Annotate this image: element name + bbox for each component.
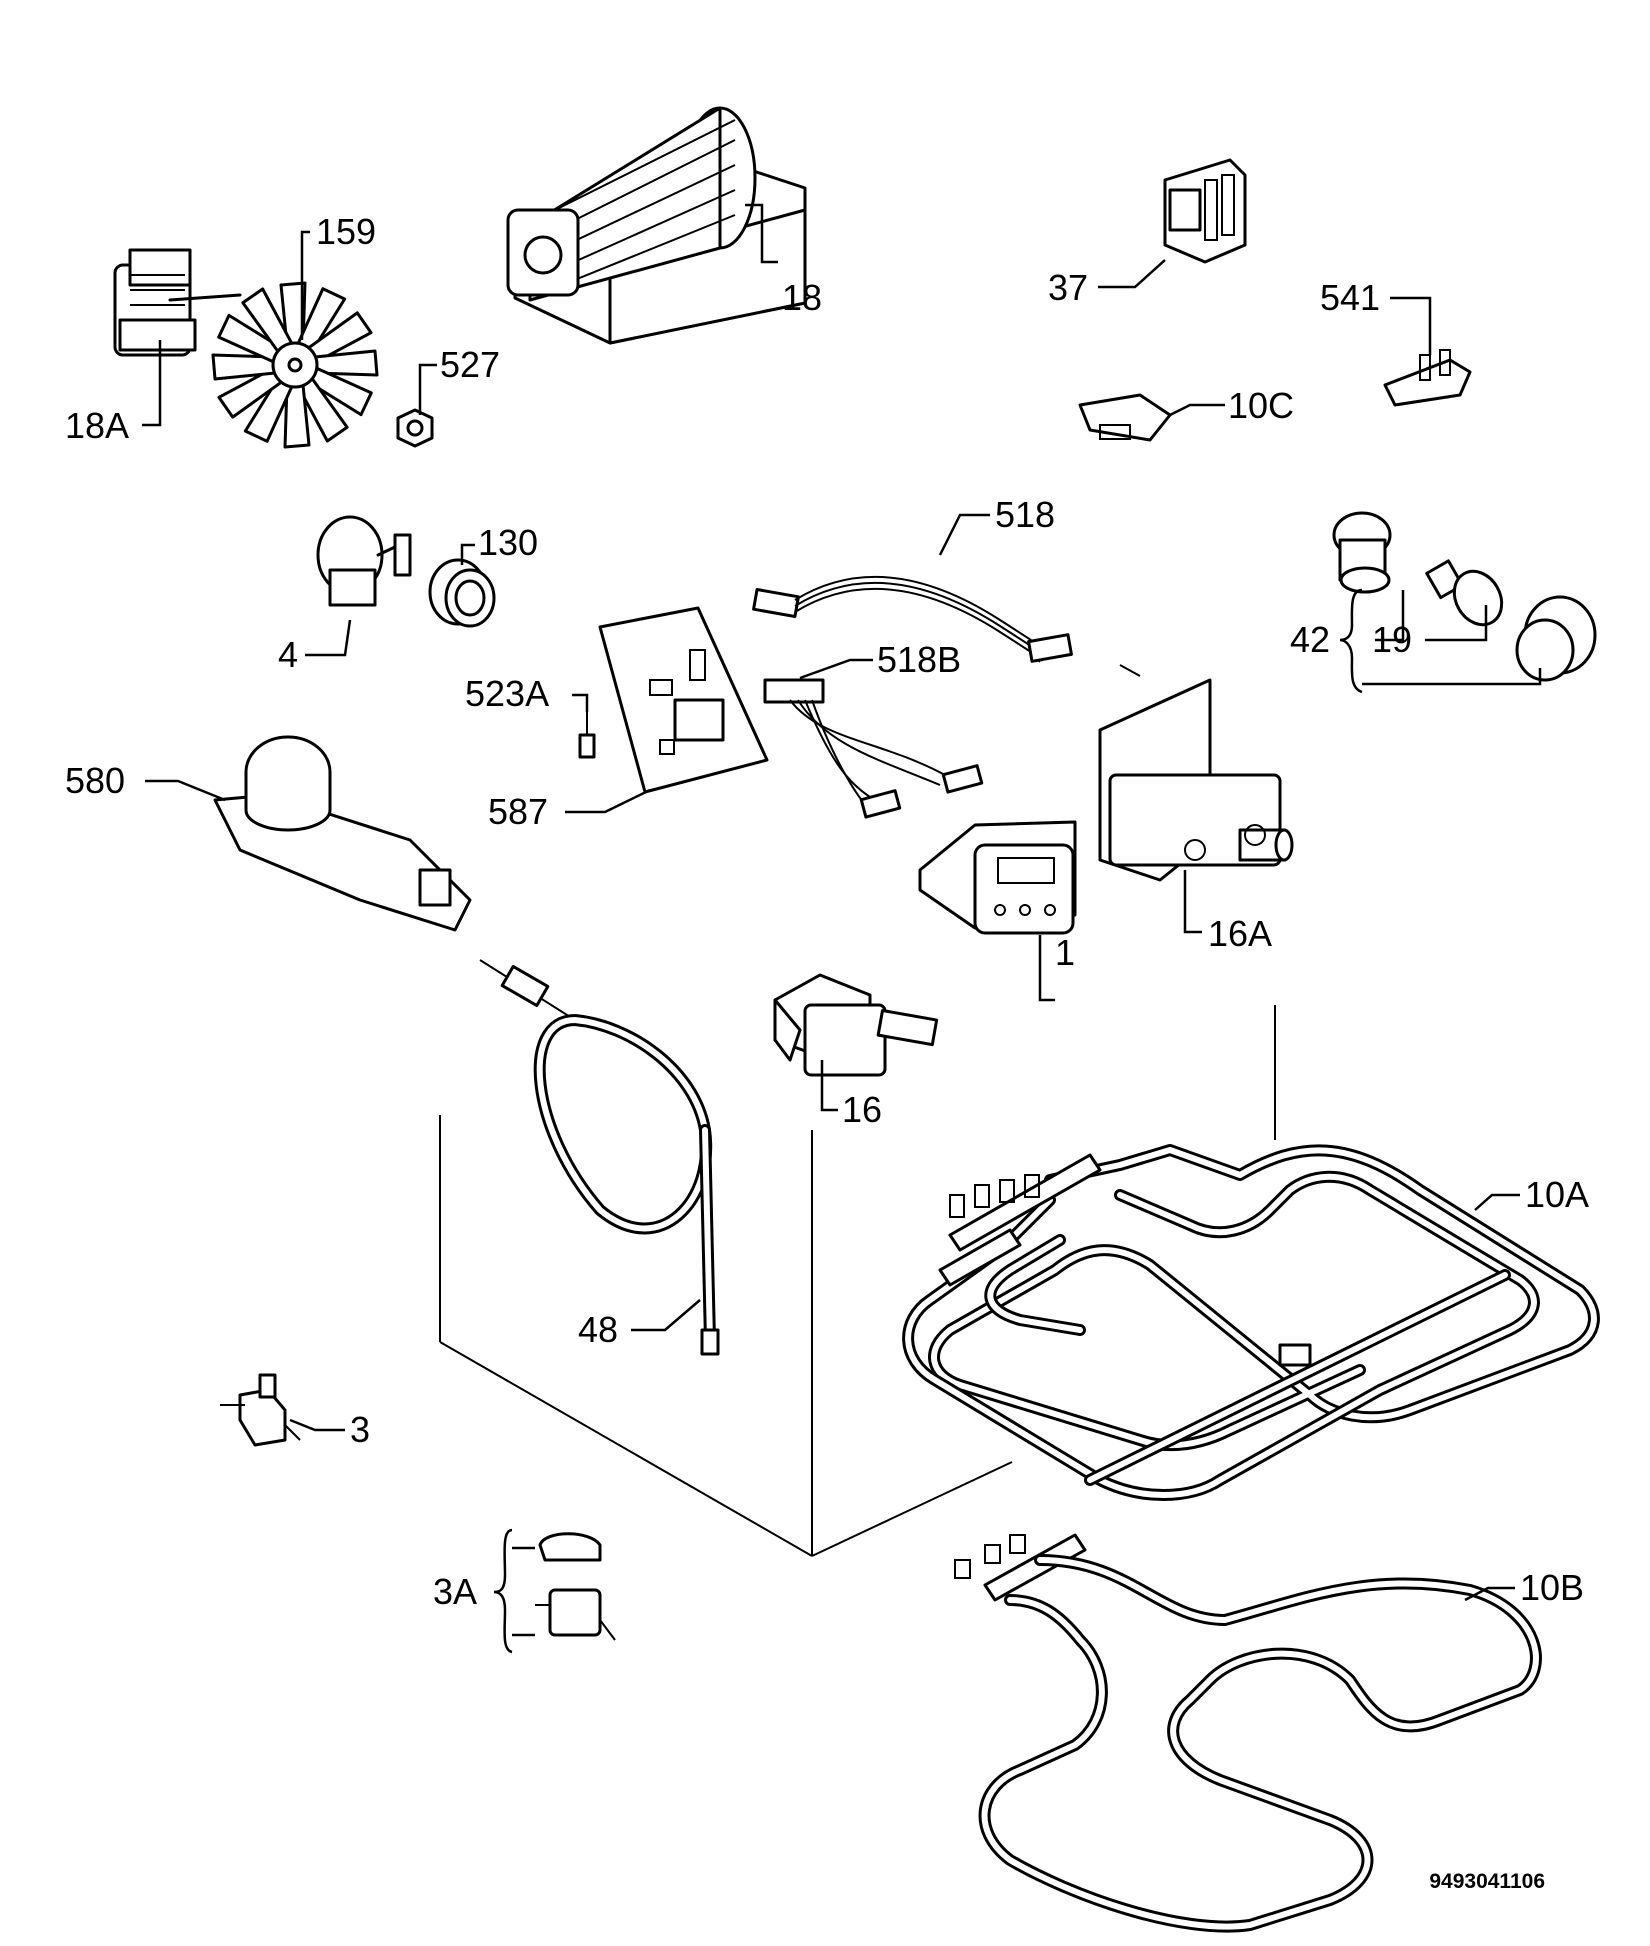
part-580-door-lock-motor-drawing — [213, 735, 472, 932]
part-3-thermal-fuse-drawing — [220, 1373, 301, 1447]
cabinet-outline — [439, 664, 1276, 1557]
part-16a-selector-switch-drawing — [1098, 678, 1294, 882]
label-48: 48 — [578, 1309, 618, 1350]
part-37-door-switch-drawing — [1163, 158, 1247, 264]
part-1-timer-display-drawing — [918, 820, 1077, 935]
label-18: 18 — [782, 277, 822, 318]
label-16a: 16A — [1208, 913, 1272, 954]
part-523a-connector-drawing — [578, 712, 596, 759]
part-587-circuit-board-drawing — [598, 606, 769, 794]
part-10c-thermostat-drawing — [1078, 393, 1172, 442]
part-42-lamp-assembly-drawing — [1332, 511, 1392, 594]
part-19-lamp-bulb-drawing — [1425, 559, 1504, 627]
part-4-spit-motor-drawing — [316, 515, 412, 607]
label-518: 518 — [995, 494, 1055, 535]
document-number: 9493041106 — [1429, 1870, 1545, 1893]
label-587: 587 — [488, 791, 548, 832]
part-48-temperature-probe-drawing — [479, 959, 720, 1356]
label-159: 159 — [316, 211, 376, 252]
label-523a: 523A — [465, 673, 549, 714]
label-1: 1 — [1055, 932, 1075, 973]
label-3a: 3A — [433, 1571, 477, 1612]
label-42: 42 — [1290, 619, 1330, 660]
part-518b-wiring-harness-drawing — [763, 678, 984, 819]
label-527: 527 — [440, 344, 500, 385]
label-3: 3 — [350, 1409, 370, 1450]
label-580: 580 — [65, 760, 125, 801]
part-541-switch-drawing — [1383, 349, 1472, 407]
part-10a-top-heating-element-drawing — [902, 1144, 1600, 1501]
label-541: 541 — [1320, 277, 1380, 318]
part-42-lamp-cover-drawing — [1515, 595, 1597, 682]
label-518b: 518B — [877, 639, 961, 680]
leader-lines — [142, 203, 1542, 1654]
part-3a-thermal-cutout-drawing — [535, 1532, 616, 1641]
label-10b: 10B — [1520, 1567, 1584, 1608]
label-130: 130 — [478, 522, 538, 563]
label-18a: 18A — [65, 405, 129, 446]
label-4: 4 — [278, 634, 298, 675]
label-10c: 10C — [1228, 385, 1294, 426]
label-10a: 10A — [1525, 1174, 1589, 1215]
label-19: 19 — [1372, 619, 1412, 660]
part-18-tangential-fan-drawing — [506, 106, 807, 345]
label-16: 16 — [842, 1089, 882, 1130]
label-37: 37 — [1048, 267, 1088, 308]
part-518-wiring-harness-drawing — [752, 575, 1073, 663]
part-18a-fan-motor-drawing — [113, 248, 242, 357]
part-labels: 159 18 18A 527 37 541 10C 4 130 518 518B… — [65, 211, 1589, 1612]
part-159-fan-blade-drawing — [211, 281, 379, 449]
part-130-bushing-drawing — [428, 558, 496, 628]
part-527-nut-drawing — [396, 408, 434, 448]
part-10b-grill-heating-element-drawing — [954, 1533, 1542, 1933]
part-16-thermostat-switch-drawing — [773, 973, 939, 1077]
